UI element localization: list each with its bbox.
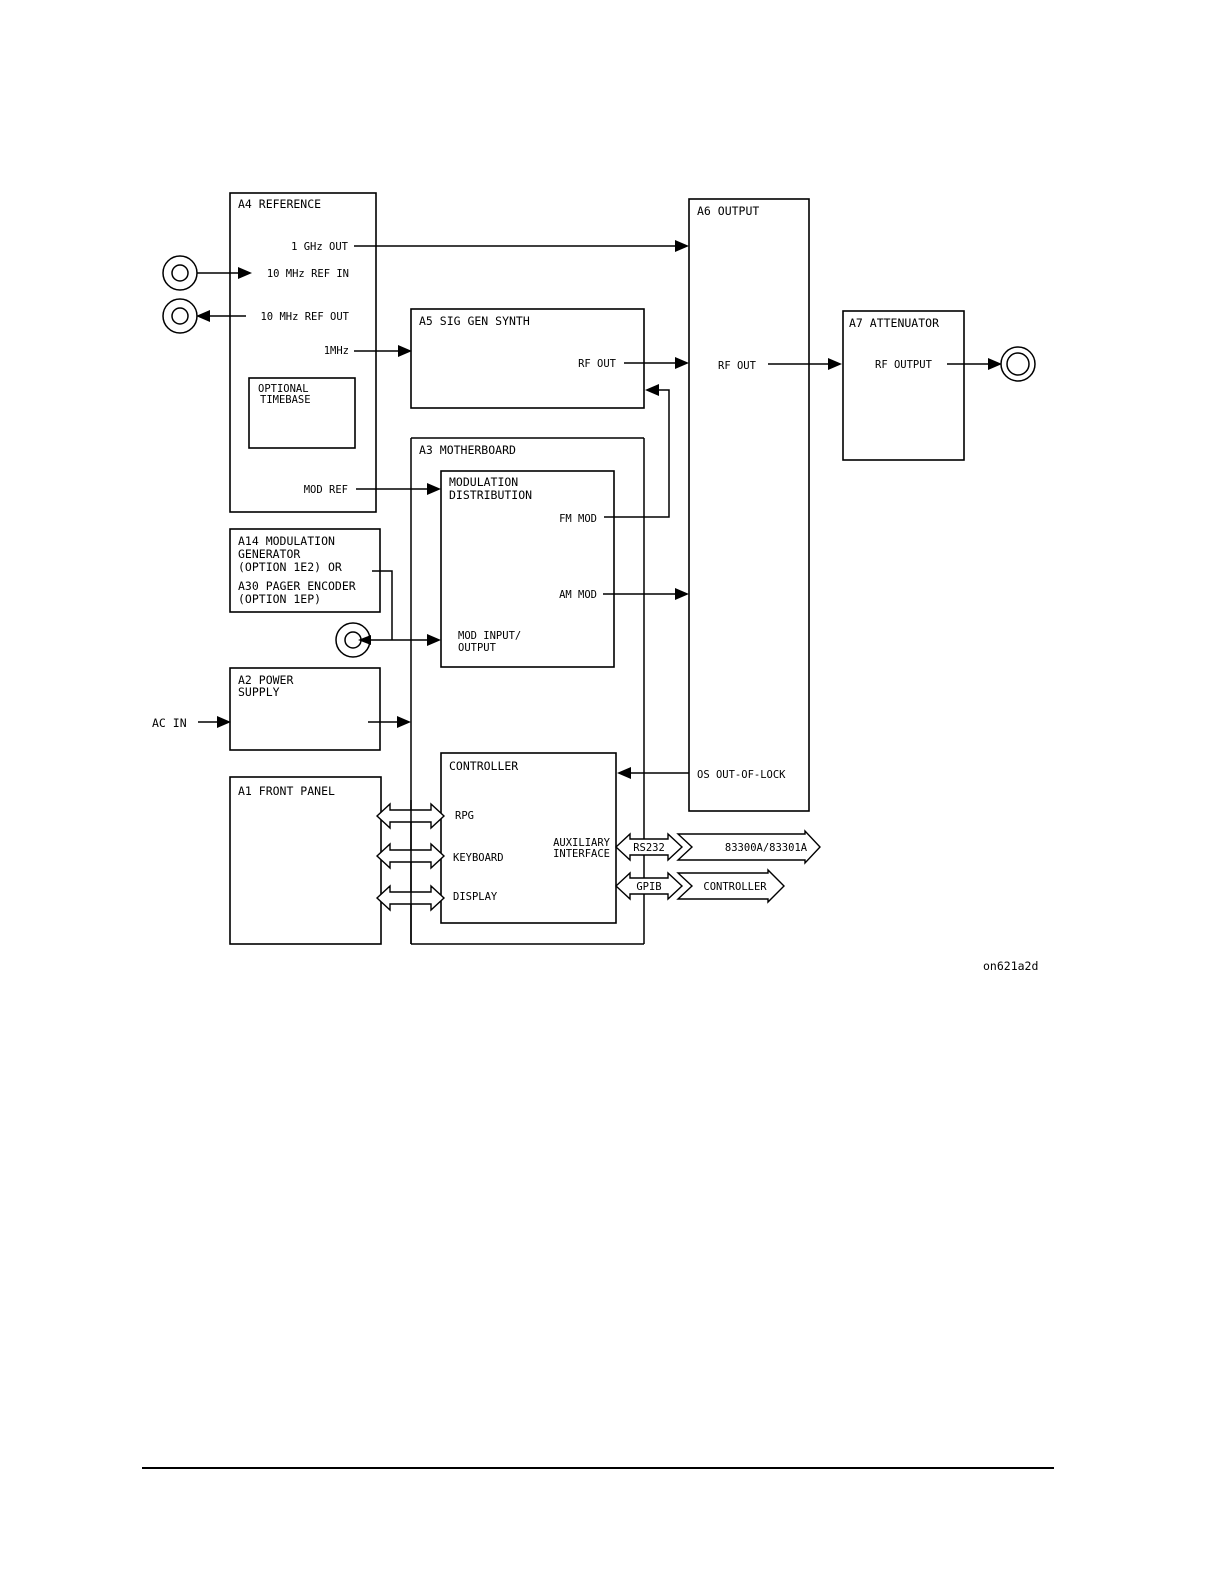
gpib-label: GPIB — [636, 881, 661, 893]
rs232-bus-icon — [614, 832, 684, 862]
mod-ref-arrowhead — [427, 483, 441, 495]
optional-timebase-line1: OPTIONAL — [258, 383, 309, 395]
ac-in-arrowhead — [217, 716, 231, 728]
a14-line2: GENERATOR — [238, 547, 300, 561]
rpg-label: RPG — [455, 810, 474, 822]
aux-interface-line1: AUXILIARY — [553, 837, 611, 849]
figure-id: on621a2d — [983, 959, 1038, 973]
ext-83300a-83301a-icon — [676, 829, 821, 865]
a7-title: A7 ATTENUATOR — [849, 316, 939, 330]
a4-10mhz-ref-in-label: 10 MHz REF IN — [267, 268, 349, 280]
mod-io-arrowhead-right — [427, 634, 441, 646]
a1-title: A1 FRONT PANEL — [238, 784, 335, 798]
10mhz-ref-out-connector-inner — [171, 307, 189, 325]
controller-title: CONTROLLER — [449, 759, 518, 773]
a7-attenuator-block — [842, 310, 965, 461]
rs232-label: RS232 — [633, 842, 665, 854]
ref-out-arrowhead — [196, 310, 210, 322]
mod-io-arrowhead-left — [358, 635, 371, 645]
a2-output-arrowhead — [397, 716, 411, 728]
a4-10mhz-ref-out-label: 10 MHz REF OUT — [260, 311, 349, 323]
a4-reference-block — [229, 192, 377, 513]
a5-rf-out-label: RF OUT — [578, 358, 617, 370]
ref-in-arrowhead — [238, 267, 252, 279]
keyboard-label: KEYBOARD — [453, 852, 504, 864]
a6-title: A6 OUTPUT — [697, 204, 759, 218]
aux-interface-line2: INTERFACE — [553, 848, 610, 860]
mod-io-label-line1: MOD INPUT/ — [458, 630, 521, 642]
a5-rf-out-arrowhead — [675, 357, 689, 369]
rf-output-connector-inner — [1006, 352, 1030, 376]
a4-mod-ref-label: MOD REF — [304, 484, 348, 496]
a4-1mhz-label: 1MHz — [324, 345, 349, 357]
fm-mod-label: FM MOD — [559, 513, 597, 525]
a7-rf-output-label: RF OUTPUT — [875, 359, 933, 371]
mod-io-label-line2: OUTPUT — [458, 642, 497, 654]
ext-controller-icon — [676, 868, 785, 904]
1ghz-arrowhead — [675, 240, 689, 252]
modulation-distribution-block — [440, 470, 615, 668]
a14-line4: A30 PAGER ENCODER — [238, 579, 356, 593]
a14-line1: A14 MODULATION — [238, 534, 335, 548]
fm-mod-line — [604, 389, 670, 518]
a6-output-block — [688, 198, 810, 812]
optional-timebase-block — [248, 377, 356, 449]
a3-title: A3 MOTHERBOARD — [419, 443, 516, 457]
gpib-bus-icon — [614, 871, 684, 901]
am-mod-arrowhead — [675, 588, 689, 600]
1mhz-arrowhead — [398, 345, 412, 357]
a14-line3: (OPTION 1E2) OR — [238, 560, 342, 574]
a5-sig-gen-synth-block — [410, 308, 645, 409]
moddist-title-line1: MODULATION — [449, 475, 518, 489]
ac-in-label: AC IN — [152, 716, 187, 730]
a14-line5: (OPTION 1EP) — [238, 592, 321, 606]
a2-line1: A2 POWER — [238, 673, 293, 687]
a2-power-supply-block — [229, 667, 381, 751]
os-out-of-lock-arrowhead — [617, 767, 631, 779]
a1-front-panel-block — [229, 776, 382, 945]
a5-title: A5 SIG GEN SYNTH — [419, 314, 530, 328]
ext-controller-label: CONTROLLER — [703, 881, 767, 893]
10mhz-ref-in-connector-inner — [171, 264, 189, 282]
a4-1ghz-out-label: 1 GHz OUT — [291, 241, 349, 253]
a6-rf-out-label: RF OUT — [718, 360, 757, 372]
moddist-title-line2: DISTRIBUTION — [449, 488, 532, 502]
a2-line2: SUPPLY — [238, 685, 280, 699]
ext-83300a-label: 83300A/83301A — [725, 842, 808, 854]
footer-rule — [142, 1467, 1054, 1469]
fm-mod-arrowhead — [645, 384, 659, 396]
a4-title: A4 REFERENCE — [238, 197, 321, 211]
display-label: DISPLAY — [453, 891, 498, 903]
a6-os-out-of-lock-label: OS OUT-OF-LOCK — [697, 769, 786, 781]
controller-block — [440, 752, 617, 924]
am-mod-label: AM MOD — [559, 589, 597, 601]
a14-output-line — [372, 570, 393, 640]
optional-timebase-line2: TIMEBASE — [260, 394, 311, 406]
a6-rf-out-arrowhead — [828, 358, 842, 370]
a7-rf-output-arrowhead — [988, 358, 1002, 370]
